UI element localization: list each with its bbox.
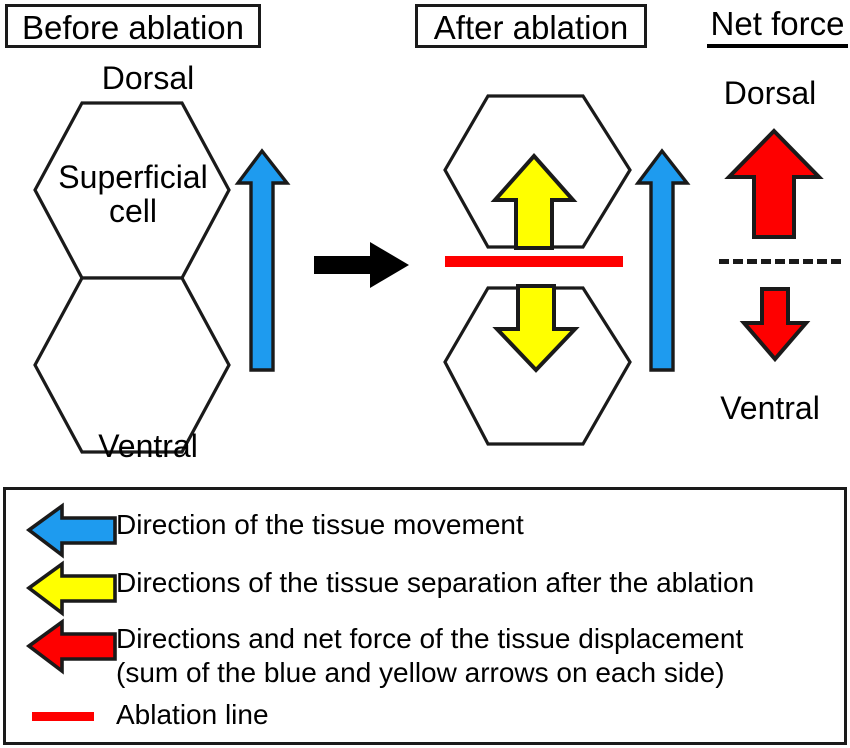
before-ventral-label: Ventral — [98, 428, 198, 464]
superficial-cell-hexagon-ventral — [33, 276, 231, 454]
yellow-arrow-up-glyph — [490, 152, 578, 250]
blue-left-arrow-glyph — [25, 502, 117, 559]
before-hexagon-group — [32, 98, 232, 468]
net-force-arrow-dorsal — [724, 128, 824, 240]
red-arrow-down-glyph — [739, 287, 811, 363]
net-force-divider — [719, 259, 841, 264]
legend-label-tissue-separation: Directions of the tissue separation afte… — [116, 567, 755, 598]
yellow-arrow-down-glyph — [492, 284, 580, 373]
transition-arrow-glyph — [314, 242, 409, 288]
legend-label-net-force-line2: (sum of the blue and yellow arrows on ea… — [116, 657, 725, 688]
after-tissue-movement-arrow — [634, 148, 691, 374]
panel-title-after: After ablation — [415, 4, 647, 48]
superficial-cell-label-line1: Superficial — [58, 159, 208, 195]
legend-label-net-force: Directions and net force of the tissue d… — [116, 622, 846, 690]
legend-label-ablation-line: Ablation line — [116, 699, 269, 730]
after-separation-arrow-dorsal — [490, 152, 578, 251]
before-dorsal-label: Dorsal — [101, 60, 195, 96]
legend-icon-ablation-line — [32, 712, 94, 721]
legend-icon-yellow-arrow — [25, 560, 118, 617]
transition-arrow — [312, 240, 412, 290]
after-separation-arrow-ventral — [492, 283, 580, 373]
red-arrow-up-glyph — [724, 128, 824, 239]
before-tissue-movement-arrow — [234, 148, 291, 374]
net-force-dorsal-label: Dorsal — [723, 75, 817, 111]
superficial-cell-label: Superficial cell — [43, 160, 223, 228]
legend-label-tissue-movement: Direction of the tissue movement — [116, 509, 524, 540]
red-left-arrow-glyph — [25, 618, 117, 675]
blue-arrow-up-glyph — [634, 148, 691, 372]
after-hexagon-group — [440, 92, 635, 452]
net-force-arrow-ventral — [739, 286, 811, 363]
legend-icon-red-arrow — [25, 618, 118, 675]
yellow-left-arrow-glyph — [25, 560, 117, 617]
ablation-line — [445, 256, 623, 267]
legend-label-net-force-line1: Directions and net force of the tissue d… — [116, 623, 744, 654]
panel-title-net-force: Net force — [707, 5, 848, 48]
legend-box: Direction of the tissue movement Directi… — [3, 487, 847, 745]
panel-title-before: Before ablation — [5, 4, 261, 48]
superficial-cell-label-line2: cell — [108, 193, 157, 229]
net-force-ventral-label: Ventral — [720, 390, 820, 426]
legend-icon-blue-arrow — [25, 502, 118, 559]
blue-arrow-up-glyph — [234, 148, 291, 372]
